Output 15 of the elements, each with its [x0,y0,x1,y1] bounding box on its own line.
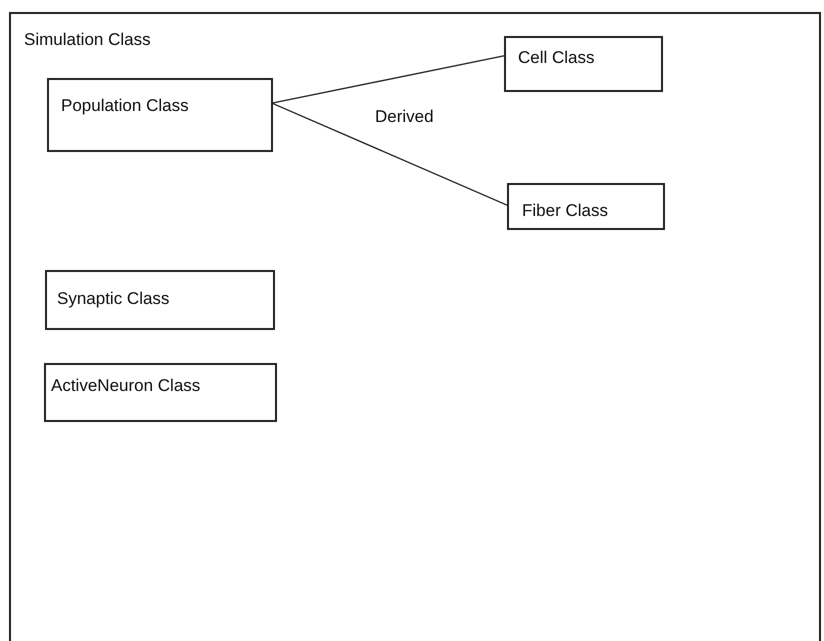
class-name: Fiber Class [522,201,608,222]
class-box [504,36,663,92]
class-name: Population Class [61,96,189,116]
class-name: Synaptic Class [57,289,170,310]
class-box [45,270,275,330]
class-box [44,363,277,422]
class-box [507,183,665,230]
class-container-box [9,12,821,641]
connector-line [272,54,506,104]
class-name: Cell Class [518,48,595,68]
relation-label: Derived [375,107,434,127]
class-name: Simulation Class [24,30,151,50]
connector-line [272,102,508,206]
class-box [47,78,273,152]
class-name: ActiveNeuron Class [51,376,200,396]
